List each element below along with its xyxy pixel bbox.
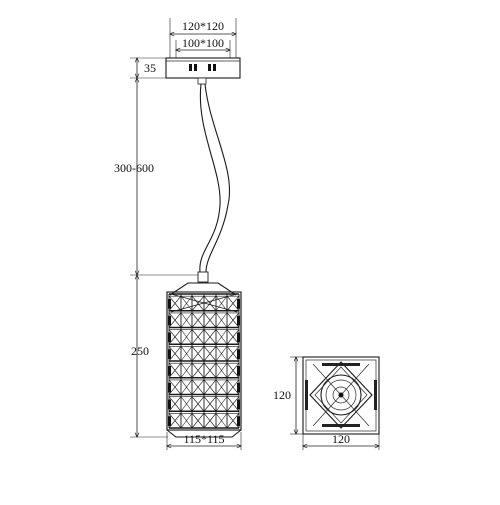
lattice-line xyxy=(226,329,240,345)
lattice-line xyxy=(180,396,193,412)
canopy-screw-holes xyxy=(189,64,216,71)
lattice-line xyxy=(203,346,217,362)
vertical-dimensions: 35 300-600 250 xyxy=(114,58,204,437)
lattice-line xyxy=(215,362,228,378)
canopy-inner-label: 100*100 xyxy=(182,36,224,50)
crystal-bead xyxy=(237,382,240,393)
lattice-line xyxy=(226,346,240,362)
shade-width-label: 115*115 xyxy=(183,432,224,446)
crystal-bead xyxy=(237,332,240,343)
lattice-line xyxy=(215,396,228,412)
lattice-line xyxy=(180,312,193,328)
pendant-shade-side-view xyxy=(166,271,242,438)
lattice-line xyxy=(180,379,193,395)
lattice-line xyxy=(215,379,228,395)
crystal-bead xyxy=(168,315,171,326)
lattice-line xyxy=(191,379,205,395)
crystal-bead xyxy=(168,366,171,376)
lattice-line xyxy=(180,362,193,378)
lattice-line xyxy=(203,362,217,378)
lattice-line xyxy=(203,312,217,328)
lattice-line xyxy=(215,346,228,362)
canopy-outer-label: 120*120 xyxy=(182,19,224,33)
shade-width-dimension: 115*115 xyxy=(167,432,241,450)
lattice-line xyxy=(226,413,240,429)
crystal-bead xyxy=(168,399,171,410)
top-view xyxy=(302,356,380,435)
ceiling-canopy xyxy=(165,57,241,85)
lattice-line xyxy=(226,379,240,395)
top-view-width-label: 120 xyxy=(332,432,350,446)
lattice-line xyxy=(180,346,193,362)
lattice-line xyxy=(226,312,240,328)
canopy-dimensions: 120*120 100*100 xyxy=(170,18,236,58)
crystal-bead xyxy=(237,416,240,426)
lattice-line xyxy=(215,295,228,311)
lattice-line xyxy=(203,379,217,395)
crystal-bead xyxy=(237,366,240,376)
cable-length-label: 300-600 xyxy=(114,161,154,175)
top-view-height-label: 120 xyxy=(273,388,291,402)
canopy-height-label: 35 xyxy=(144,61,156,75)
lattice-line xyxy=(191,346,205,362)
lattice-line xyxy=(191,329,205,345)
crystal-bead xyxy=(168,416,171,426)
suspension-cable xyxy=(199,83,230,273)
crystal-bead xyxy=(237,315,240,326)
lattice-line xyxy=(226,362,240,378)
lattice-line xyxy=(215,413,228,429)
lattice-line xyxy=(226,396,240,412)
top-view-dimensions: 120 120 xyxy=(273,357,379,450)
crystal-bead xyxy=(168,332,171,343)
crystal-bead xyxy=(168,349,171,359)
lattice-line xyxy=(191,413,205,429)
lattice-line xyxy=(191,362,205,378)
lattice-line xyxy=(191,312,205,328)
lattice-line xyxy=(203,396,217,412)
lattice-line xyxy=(180,329,193,345)
crystal-bead xyxy=(237,299,240,309)
lattice-line xyxy=(215,329,228,345)
lattice-line xyxy=(203,413,217,429)
shade-height-label: 250 xyxy=(131,344,149,358)
crystal-bead xyxy=(237,349,240,359)
crystal-lattice-pattern xyxy=(168,293,240,431)
crystal-bead xyxy=(168,382,171,393)
lattice-line xyxy=(191,295,205,311)
lattice-line xyxy=(226,295,240,311)
lattice-line xyxy=(203,295,217,311)
lattice-line xyxy=(180,413,193,429)
lattice-line xyxy=(215,312,228,328)
lattice-line xyxy=(180,295,193,311)
lattice-line xyxy=(170,293,238,313)
lattice-line xyxy=(191,396,205,412)
crystal-bead xyxy=(237,399,240,410)
crystal-bead xyxy=(168,299,171,309)
lattice-line xyxy=(203,329,217,345)
